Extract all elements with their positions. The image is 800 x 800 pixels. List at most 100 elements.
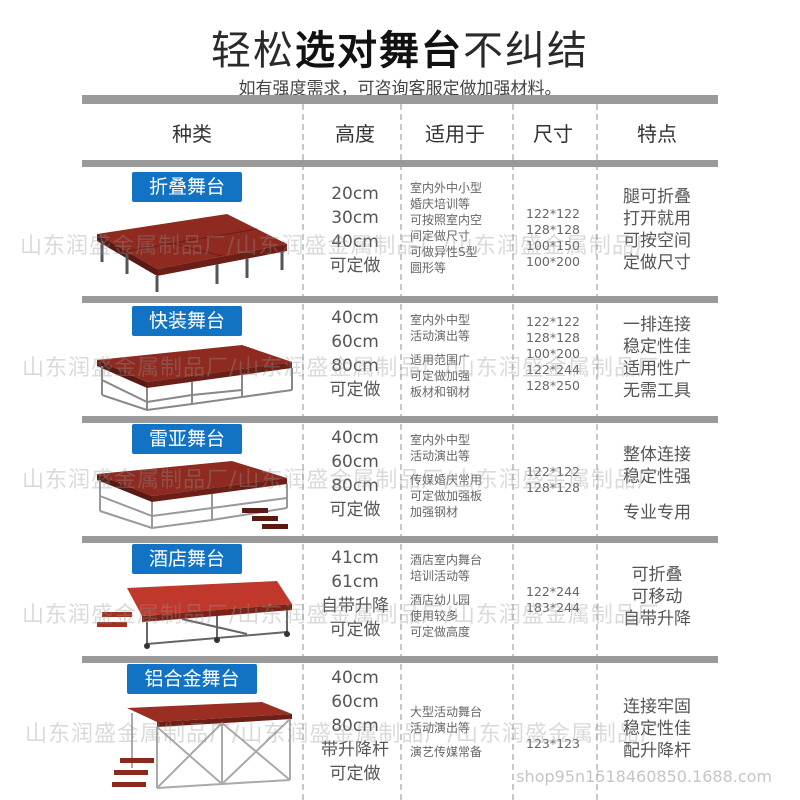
size-value: 128*128 [526, 480, 580, 495]
usage-line: 加强钢材 [410, 505, 459, 519]
size-value: 100*150 [526, 238, 580, 253]
size-list: 123*123 [518, 736, 588, 752]
row-divider-bar [82, 416, 718, 423]
size-value: 122*122 [526, 206, 580, 221]
height-value: 可定做 [329, 500, 381, 520]
row-divider-bar [82, 296, 718, 303]
usage-line: 活动演出等 [410, 721, 471, 735]
feature-list: 一排连接 稳定性佳 适用性广 无需工具 [602, 314, 712, 402]
height-value: 30cm [331, 208, 379, 228]
usage-line: 间定做尺寸 [410, 229, 471, 243]
feature-line: 适用性广 [623, 359, 691, 379]
table-row: 雷亚舞台 40cm 60cm 80cm 可定做 室内外中型 活动演出等 传媒婚庆… [82, 416, 718, 536]
stage-type-badge: 铝合金舞台 [127, 664, 257, 694]
height-value: 60cm [331, 332, 379, 352]
height-value: 可定做 [329, 380, 381, 400]
feature-line: 打开就用 [623, 209, 691, 229]
height-list: 41cm 61cm 自带升降 可定做 [310, 546, 400, 642]
usage-line: 酒店幼儿园 [410, 593, 471, 607]
page-subtitle: 如有强度需求，可咨询客服定做加强材料。 [238, 79, 562, 99]
height-value: 80cm [331, 476, 379, 496]
size-value: 122*122 [526, 464, 580, 479]
size-list: 122*122 128*128 100*150 100*200 [518, 206, 588, 270]
usage-line: 室内外中小型 [410, 181, 483, 195]
feature-line: 配升降杆 [623, 741, 691, 761]
usage-line: 可定做加强板 [410, 489, 483, 503]
height-value: 60cm [331, 452, 379, 472]
row-divider-bar [82, 536, 718, 543]
header-size: 尺寸 [533, 122, 573, 146]
feature-list: 腿可折叠 打开就用 可按空间 定做尺寸 [602, 186, 712, 274]
size-value: 128*128 [526, 222, 580, 237]
watermark-text: 山东润盛金属制品厂/山东润盛金属制品厂/山东润盛金属制品厂 [25, 722, 663, 747]
size-value: 183*244 [526, 600, 580, 615]
usage-line: 演艺传媒常备 [410, 745, 483, 759]
usage-line: 可定做加强 [410, 369, 471, 383]
height-value: 可定做 [329, 764, 381, 784]
height-list: 40cm 60cm 80cm 可定做 [310, 426, 400, 522]
shop-watermark: shop95n1518460850.1688.com [516, 767, 772, 786]
usage-line: 适用范围广 [410, 353, 471, 367]
column-divider [400, 104, 402, 800]
usage-line: 可按照室内空 [410, 213, 483, 227]
height-value: 20cm [331, 184, 379, 204]
feature-line: 稳定性佳 [623, 719, 691, 739]
feature-line: 自带升降 [623, 609, 691, 629]
height-list: 40cm 60cm 80cm 可定做 [310, 306, 400, 402]
size-value: 100*200 [526, 346, 580, 361]
usage-line: 婚庆培训等 [410, 197, 471, 211]
size-value: 128*128 [526, 330, 580, 345]
watermark-text: 山东润盛金属制品厂/山东润盛金属制品厂/山东润盛金属制品厂 [22, 356, 660, 381]
header-height: 高度 [335, 122, 375, 146]
feature-line: 稳定性强 [623, 467, 691, 487]
table-row: 快装舞台 40cm 60cm 80cm 可定做 室内外中型 活动演出等 适用范围… [82, 296, 718, 416]
stage-type-badge: 快装舞台 [132, 306, 242, 336]
column-divider [512, 104, 514, 800]
feature-line: 专业专用 [623, 503, 691, 523]
usage-line: 大型活动舞台 [410, 705, 483, 719]
size-list: 122*122 128*128 [518, 464, 588, 496]
feature-list: 整体连接 稳定性强 专业专用 [602, 444, 712, 524]
usage-list: 室内外中小型 婚庆培训等 可按照室内空 间定做尺寸 可做异性S型 圆形等 [410, 180, 510, 276]
row-divider-bar [82, 160, 718, 167]
usage-line: 培训活动等 [410, 569, 471, 583]
watermark-text: 山东润盛金属制品厂/山东润盛金属制品厂/山东润盛金属制品厂 [20, 234, 658, 259]
table-header: 种类 高度 适用于 尺寸 特点 [82, 104, 718, 160]
feature-line: 连接牢固 [623, 697, 691, 717]
usage-line: 可定做高度 [410, 625, 471, 639]
usage-list: 室内外中型 活动演出等 适用范围广 可定做加强 板材和钢材 [410, 312, 510, 400]
usage-line: 可做异性S型 [410, 245, 478, 259]
feature-line: 定做尺寸 [623, 253, 691, 273]
height-value: 40cm [331, 668, 379, 688]
column-divider [596, 104, 598, 800]
top-divider-bar [82, 95, 718, 104]
usage-line: 圆形等 [410, 261, 447, 275]
usage-line: 传媒婚庆常用 [410, 473, 483, 487]
leiya-stage-image [97, 461, 288, 530]
size-value: 122*244 [526, 584, 580, 599]
watermark-text: 山东润盛金属制品厂/山东润盛金属制品厂/山东润盛金属制品厂 [22, 603, 660, 628]
usage-line: 室内外中型 [410, 433, 471, 447]
height-value: 40cm [331, 308, 379, 328]
table-row: 折叠舞台 20cm 30cm 40cm 可定做 室内外中小型 婚庆培训等 可按照… [82, 160, 718, 295]
header-usage: 适用于 [425, 122, 485, 146]
watermark-text: 山东润盛金属制品厂/山东润盛金属制品厂/山东润盛金属制品厂 [22, 468, 660, 493]
usage-line: 室内外中型 [410, 313, 471, 327]
table-row: 铝合金舞台 40cm 60cm 80cm 带升降杆 可定做 大型活动舞台 活动演… [82, 656, 718, 800]
usage-line: 酒店室内舞台 [410, 553, 483, 567]
height-value: 40cm [331, 428, 379, 448]
size-value: 100*200 [526, 254, 580, 269]
size-list: 122*122 128*128 100*200 122*244 128*250 [518, 314, 588, 394]
height-list: 40cm 60cm 80cm 带升降杆 可定做 [310, 666, 400, 786]
stage-type-badge: 酒店舞台 [132, 544, 242, 574]
feature-line: 腿可折叠 [623, 187, 691, 207]
header-type: 种类 [172, 122, 212, 146]
column-divider [302, 104, 304, 800]
height-value: 80cm [331, 716, 379, 736]
height-value: 80cm [331, 356, 379, 376]
height-value: 61cm [331, 572, 379, 592]
size-value: 128*250 [526, 378, 580, 393]
folding-stage-image [97, 214, 287, 292]
size-value: 122*244 [526, 362, 580, 377]
feature-line: 无需工具 [623, 381, 691, 401]
